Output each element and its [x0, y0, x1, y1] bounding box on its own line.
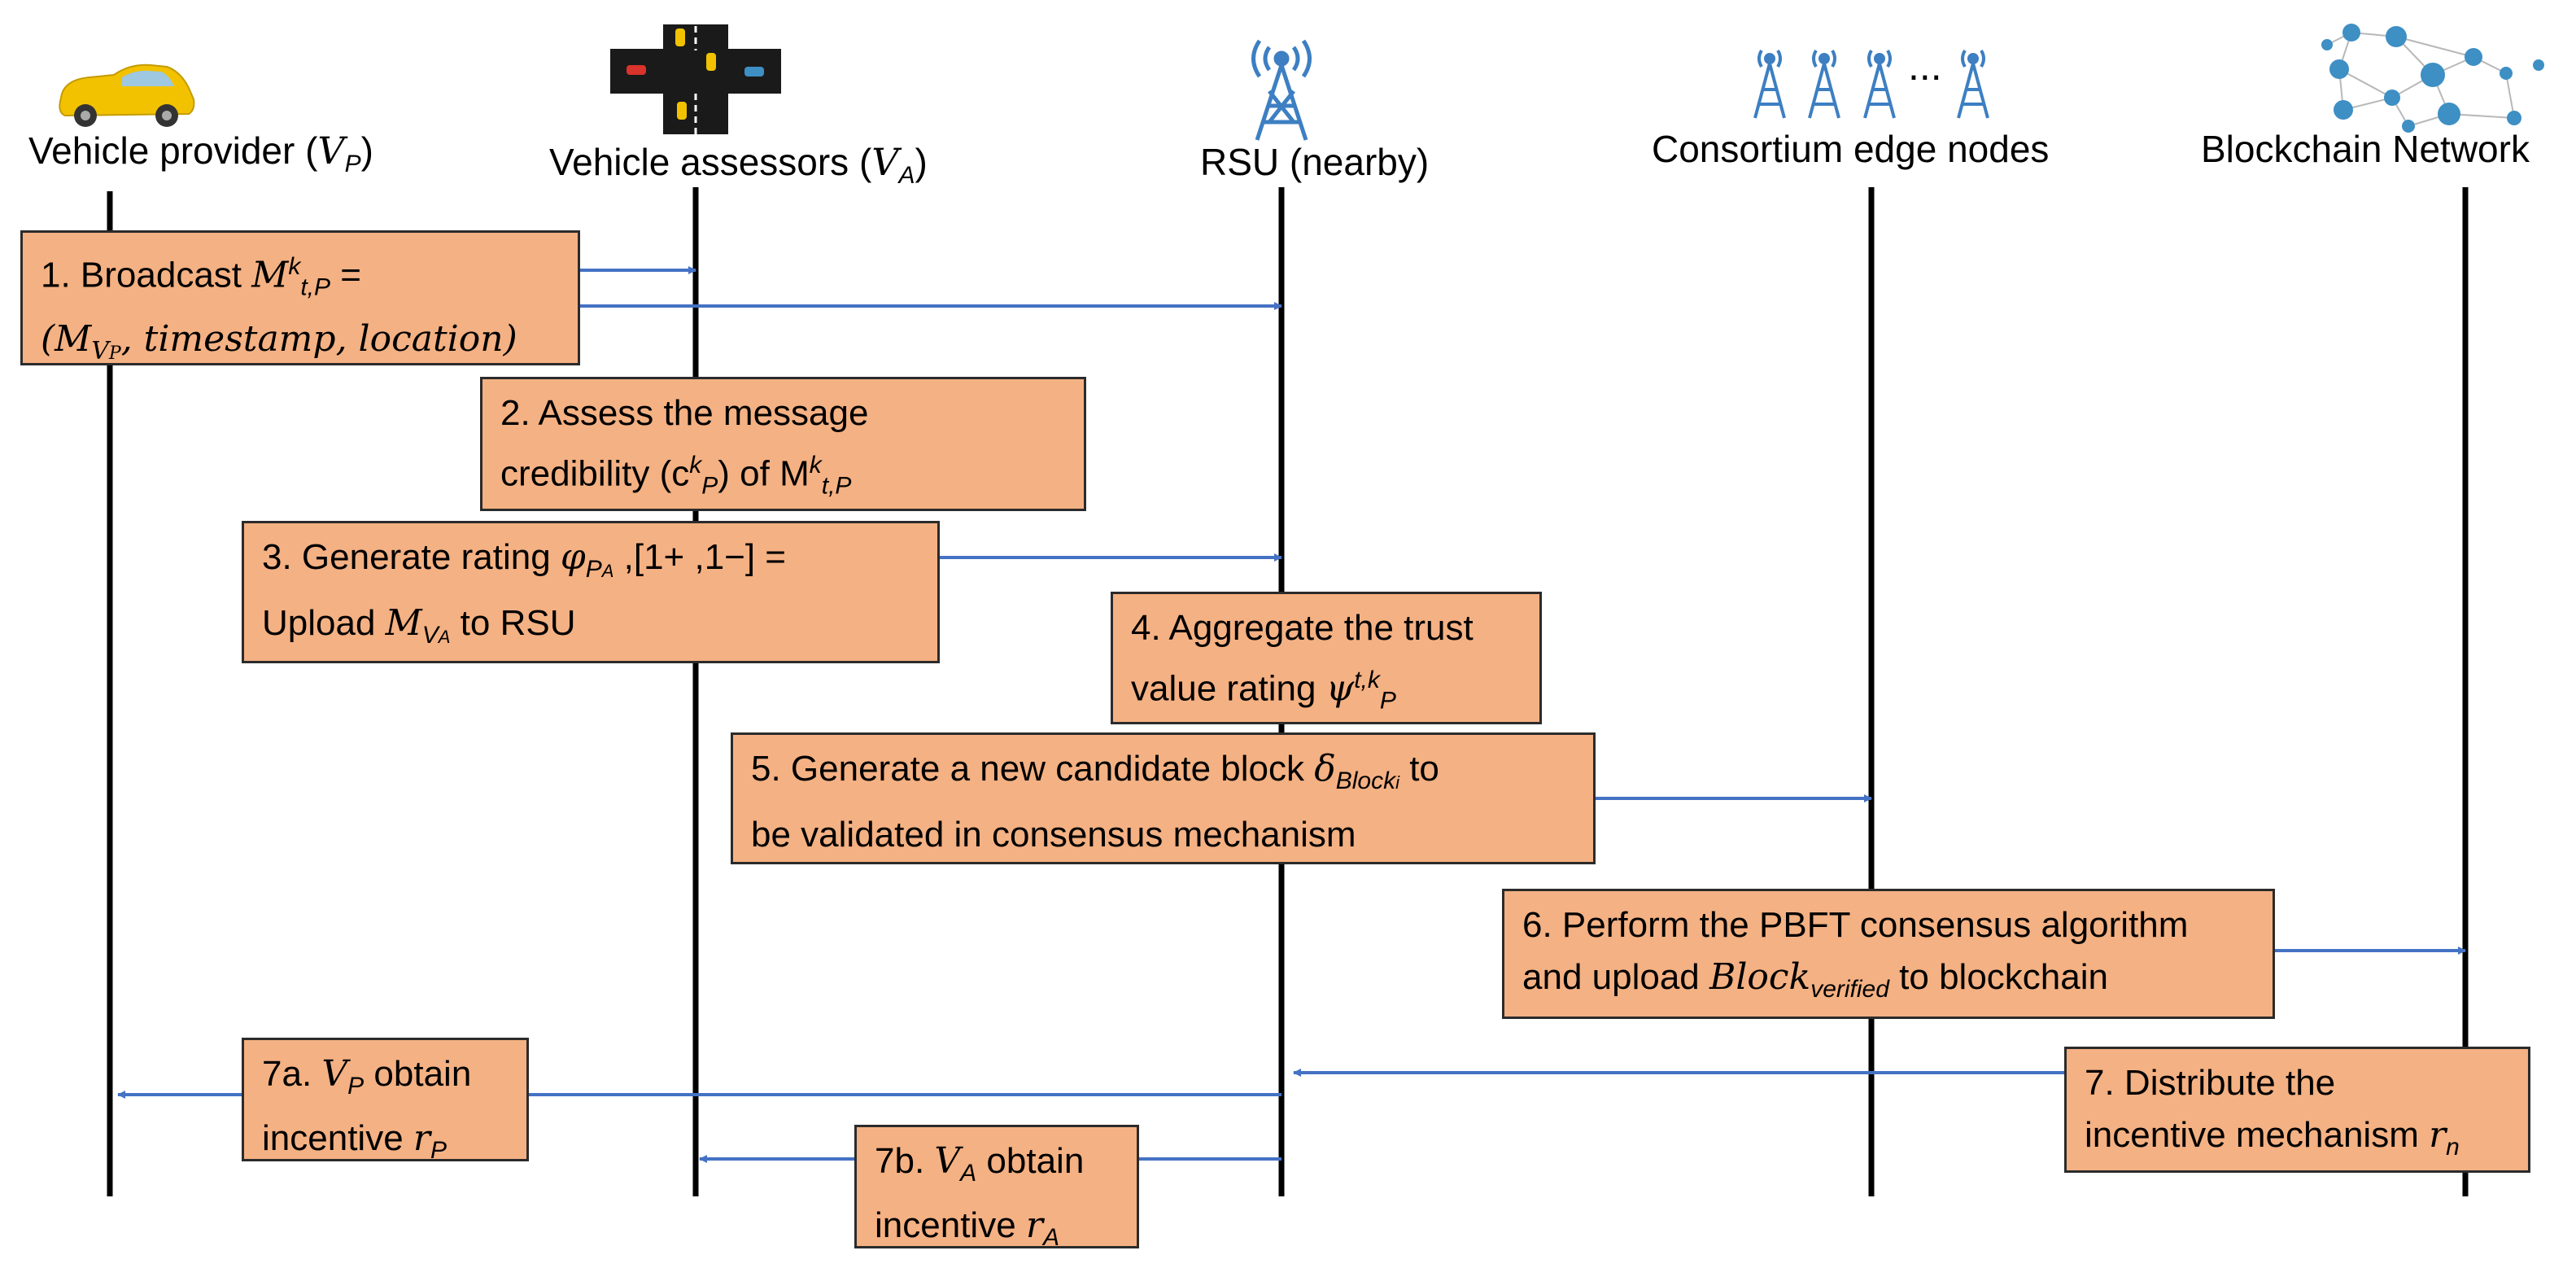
- blockchain-network-icon: [2321, 24, 2544, 133]
- step-3-line-2: Upload MVA to RSU: [262, 601, 576, 649]
- actor-label-provider: Vehicle provider (VP): [28, 129, 373, 178]
- step-7b-assessor-incentive-box: 7b. VA obtain incentive rA: [854, 1125, 1139, 1248]
- actor-label-assessors: Vehicle assessors (VA): [549, 140, 928, 190]
- step-7a-provider-incentive-box: 7a. VP obtain incentive rP: [242, 1038, 529, 1161]
- car-icon: [59, 63, 195, 127]
- step-7-line-1: 7. Distribute the: [2085, 1063, 2336, 1103]
- intersection-icon: [610, 24, 781, 134]
- step-2-line-2: credibility (ckP) of Mkt,P: [500, 452, 852, 500]
- edge-ellipsis: ...: [1908, 43, 1942, 89]
- step-7-distribute-box: 7. Distribute the incentive mechanism rn: [2064, 1047, 2530, 1173]
- step-4-line-2: value rating ψt,kP: [1131, 667, 1396, 715]
- step-7a-line-1: 7a. VP obtain: [262, 1053, 472, 1100]
- rsu-antenna-icon: [1251, 39, 1312, 141]
- edge-node-towers-icon: [1753, 49, 1989, 119]
- step-6-line-1: 6. Perform the PBFT consensus algorithm: [1522, 905, 2189, 945]
- step-4-aggregate-box: 4. Aggregate the trust value rating ψt,k…: [1111, 592, 1542, 724]
- step-3-line-1: 3. Generate rating φPA ,[1+ ,1−] =: [262, 536, 787, 583]
- step-7b-line-2: incentive rA: [875, 1204, 1059, 1248]
- step-2-line-1: 2. Assess the message: [500, 393, 869, 433]
- step-7a-line-2: incentive rP: [262, 1117, 447, 1161]
- step-1-broadcast-box: 1. Broadcast Mkt,P = (MVP, timestamp, lo…: [20, 230, 580, 365]
- actor-label-blockchain: Blockchain Network: [2201, 128, 2530, 170]
- step-7-line-2: incentive mechanism rn: [2085, 1114, 2460, 1161]
- step-2-assess-box: 2. Assess the message credibility (ckP) …: [480, 377, 1086, 511]
- step-6-line-2: and upload Blockverified to blockchain: [1522, 956, 2108, 1003]
- step-6-pbft-box: 6. Perform the PBFT consensus algorithm …: [1502, 889, 2275, 1019]
- step-3-rating-box: 3. Generate rating φPA ,[1+ ,1−] = Uploa…: [242, 521, 940, 663]
- step-5-candidate-block-box: 5. Generate a new candidate block δBlock…: [731, 732, 1596, 864]
- actor-label-rsu: RSU (nearby): [1200, 141, 1430, 183]
- step-5-line-2: be validated in consensus mechanism: [751, 814, 1356, 855]
- step-1-line-2: (MVP, timestamp, location): [41, 318, 517, 365]
- step-1-line-1: 1. Broadcast Mkt,P =: [41, 253, 361, 301]
- step-5-line-1: 5. Generate a new candidate block δBlock…: [751, 748, 1439, 794]
- step-7b-line-1: 7b. VA obtain: [875, 1140, 1085, 1187]
- step-4-line-1: 4. Aggregate the trust: [1131, 608, 1474, 648]
- actor-label-edge: Consortium edge nodes: [1652, 128, 2050, 170]
